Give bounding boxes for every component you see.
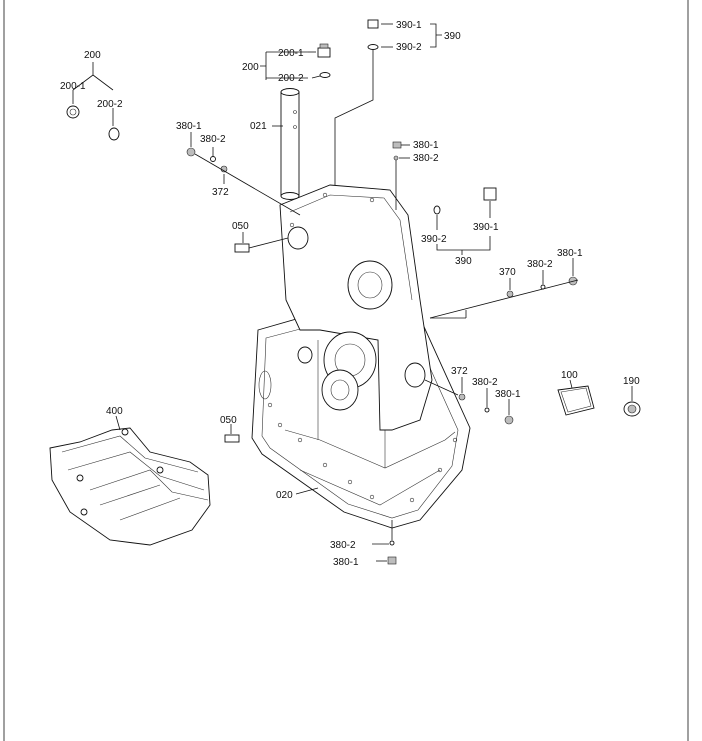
oil-pan-400 — [49, 427, 211, 546]
leader-lines — [72, 23, 633, 562]
label-380-1-e: 380-1 — [333, 557, 359, 568]
pipe-021 — [280, 88, 300, 200]
label-400: 400 — [106, 406, 123, 417]
housing-020 — [251, 184, 471, 529]
label-200-2-left: 200-2 — [97, 99, 123, 110]
label-380-2-left: 380-2 — [200, 134, 226, 145]
label-380-2-d: 380-2 — [472, 377, 498, 388]
label-190: 190 — [623, 376, 640, 387]
label-390-2-right: 390-2 — [421, 234, 447, 245]
label-050-bottom: 050 — [220, 415, 237, 426]
label-390-1-top: 390-1 — [396, 20, 422, 31]
label-050-top: 050 — [232, 221, 249, 232]
label-390-top: 390 — [444, 31, 461, 42]
label-370: 370 — [499, 267, 516, 278]
label-380-2-right: 380-2 — [413, 153, 439, 164]
label-372-right: 372 — [451, 366, 468, 377]
label-380-1-d: 380-1 — [495, 389, 521, 400]
part-labels: 200 200-1 200-2 200 200-1 200-2 021 390-… — [60, 20, 640, 568]
label-380-1-right: 380-1 — [413, 140, 439, 151]
label-200-left: 200 — [84, 50, 101, 61]
label-372-left: 372 — [212, 187, 229, 198]
label-200-2-top: 200-2 — [278, 73, 304, 84]
label-200-1-left: 200-1 — [60, 81, 86, 92]
label-380-1-left: 380-1 — [176, 121, 202, 132]
label-100: 100 — [561, 370, 578, 381]
label-200-top: 200 — [242, 62, 259, 73]
label-390-right: 390 — [455, 256, 472, 267]
label-390-2-top: 390-2 — [396, 42, 422, 53]
label-021: 021 — [250, 121, 267, 132]
label-380-2-e: 380-2 — [330, 540, 356, 551]
label-390-1-right: 390-1 — [473, 222, 499, 233]
label-020: 020 — [276, 490, 293, 501]
label-200-1-top: 200-1 — [278, 48, 304, 59]
label-380-1-c: 380-1 — [557, 248, 583, 259]
label-380-2-c: 380-2 — [527, 259, 553, 270]
small-parts — [66, 19, 641, 565]
